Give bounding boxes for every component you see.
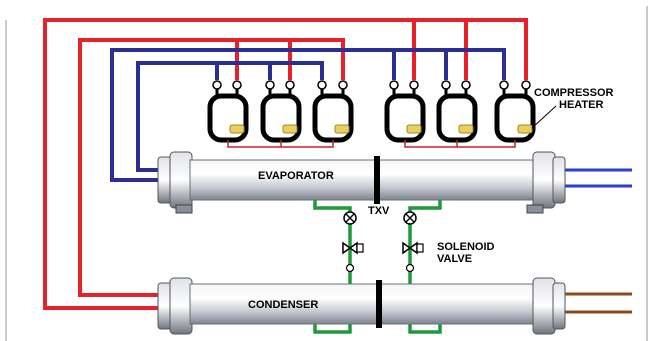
- txv-left: [343, 211, 357, 225]
- solenoid-valve-left: [342, 241, 364, 255]
- compressor-5: [436, 80, 478, 143]
- condenser-vessel: CONDENSER: [157, 277, 566, 335]
- evaporator-label: EVAPORATOR: [258, 170, 334, 182]
- solenoid-valve-right: [402, 241, 424, 255]
- compressor-3: [312, 80, 354, 143]
- fitting-right: [405, 263, 415, 273]
- txv-label: TXV: [368, 205, 390, 217]
- compressor-label: COMPRESSOR: [534, 87, 614, 99]
- compressor-2: [260, 80, 302, 143]
- heater-label: HEATER: [559, 99, 603, 111]
- compressor-1: [207, 80, 249, 143]
- condenser-label: CONDENSER: [248, 299, 318, 311]
- suction-lines: [110, 48, 506, 182]
- valve-label: VALVE: [437, 253, 472, 265]
- heater-leader-line: [531, 105, 557, 129]
- condenser-water-lines: [560, 292, 632, 314]
- compressor-4: [384, 80, 426, 143]
- txv-right: [403, 211, 417, 225]
- compressor-6: [494, 80, 536, 143]
- evaporator-vessel: EVAPORATOR: [157, 151, 566, 214]
- compressor-group: [207, 80, 536, 143]
- fitting-left: [345, 263, 355, 273]
- discharge-lines: [43, 18, 528, 310]
- evaporator-water-lines: [560, 168, 632, 188]
- heater-wiring: [227, 140, 516, 148]
- solenoid-label: SOLENOID: [437, 241, 495, 253]
